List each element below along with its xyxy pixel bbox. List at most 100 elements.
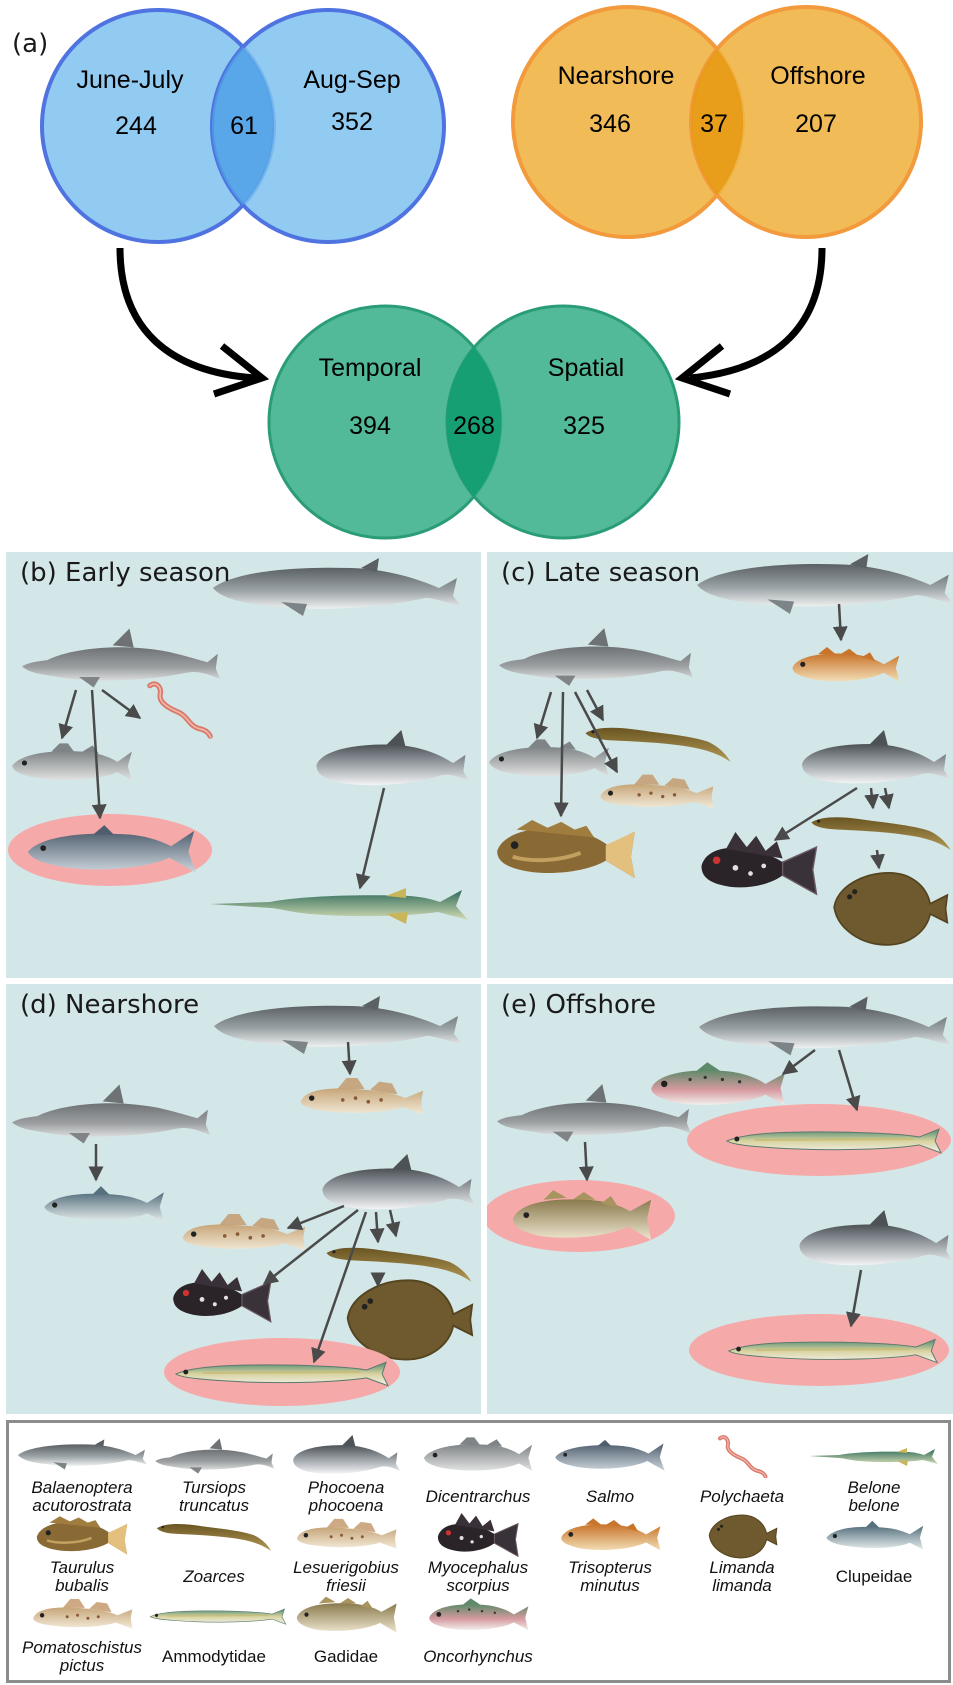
goby-icon <box>294 1513 398 1559</box>
venn-value-location-overlap: 37 <box>700 110 728 138</box>
legend-item-label: Tursiopstruncatus <box>149 1479 279 1515</box>
legend-item: Lesuerigobiusfriesii <box>281 1513 411 1595</box>
legend-item: Dicentrarchus <box>413 1433 543 1506</box>
legend-item: Balaenopteraacutorostrata <box>17 1433 147 1515</box>
legend-item-label: Lesuerigobiusfriesii <box>281 1559 411 1595</box>
panel-nearshore: (d) Nearshore <box>6 984 481 1414</box>
venn-value-offshore: 207 <box>795 110 837 138</box>
painted-goby-icon <box>301 1078 423 1115</box>
legend-label-line: Tursiops <box>149 1479 279 1497</box>
venn-diagrams: (a) June-July 244 61 Aug-Sep 352 Nearsho… <box>0 0 953 545</box>
legend-label-line: Lesuerigobius <box>281 1559 411 1577</box>
figure-label: (a) <box>12 29 48 59</box>
legend-label-line: Limanda <box>677 1559 807 1577</box>
legend-item: Gadidae <box>281 1593 411 1666</box>
poor-cod-icon <box>558 1513 662 1559</box>
legend-item-label: Oncorhynchus <box>413 1639 543 1666</box>
eelpout-icon <box>155 1513 273 1559</box>
legend-item: Ammodytidae <box>149 1593 279 1666</box>
panel-nearshore-artwork <box>6 984 481 1414</box>
legend-item-label: Myocephalusscorpius <box>413 1559 543 1595</box>
location-venn: Nearshore 346 37 Offshore 207 <box>513 7 921 237</box>
panel-label-nearshore: (d) Nearshore <box>20 990 199 1020</box>
goby-icon <box>183 1214 305 1251</box>
legend-label-line: Zoarces <box>149 1568 279 1586</box>
legend-item: Limandalimanda <box>677 1513 807 1595</box>
cod-icon <box>294 1593 398 1639</box>
garfish-icon <box>809 1433 939 1479</box>
venn-label-nearshore: Nearshore <box>558 62 675 90</box>
sea-scorpion-icon <box>34 1513 130 1559</box>
minke-whale-icon <box>213 558 461 616</box>
sea-bass-icon <box>12 743 132 780</box>
dolphin-icon <box>154 1433 274 1479</box>
venn-label-aug-sep: Aug-Sep <box>303 66 400 94</box>
venn-value-season-overlap: 61 <box>230 112 258 140</box>
legend-label-line: Salmo <box>545 1488 675 1506</box>
venn-label-june-july: June-July <box>77 66 184 94</box>
venn-value-temporal: 394 <box>349 412 391 440</box>
legend-item: Pomatoschistuspictus <box>17 1593 147 1675</box>
porpoise-icon <box>291 1433 401 1479</box>
polychaete-worm-icon <box>697 1433 787 1479</box>
legend-item: Myocephalusscorpius <box>413 1513 543 1595</box>
legend-item: Taurulusbubalis <box>17 1513 147 1595</box>
porpoise-icon <box>799 1210 952 1265</box>
dab-flatfish-icon <box>348 1280 472 1359</box>
legend-label-line: Phocoena <box>281 1479 411 1497</box>
panel-label-early-season: (b) Early season <box>20 558 230 588</box>
legend-item-label: Dicentrarchus <box>413 1479 543 1506</box>
legend-label-line: Polychaeta <box>677 1488 807 1506</box>
panel-early-season-artwork <box>6 552 481 978</box>
legend-label-line: pictus <box>17 1657 147 1675</box>
trout-icon <box>651 1062 785 1105</box>
combined-venn: Temporal 394 268 Spatial 325 <box>269 306 679 538</box>
legend-item-label: Zoarces <box>149 1559 279 1586</box>
eelpout-icon <box>811 817 950 850</box>
salmon-icon <box>554 1433 666 1479</box>
legend-item-label: Balaenopteraacutorostrata <box>17 1479 147 1515</box>
poor-cod-icon <box>792 647 899 681</box>
venn-label-spatial: Spatial <box>548 354 624 382</box>
sculpin-icon <box>701 832 816 894</box>
panel-offshore-artwork <box>487 984 953 1414</box>
goby-icon <box>600 775 713 809</box>
panel-offshore: (e) Offshore <box>487 984 953 1414</box>
garfish-icon <box>210 888 468 924</box>
dolphin-icon <box>499 628 693 686</box>
venn-value-june-july: 244 <box>115 112 157 140</box>
venn-value-nearshore: 346 <box>589 110 631 138</box>
legend-label-line: limanda <box>677 1577 807 1595</box>
venn-value-aug-sep: 352 <box>331 108 373 136</box>
legend-item: Belonebelone <box>809 1433 939 1515</box>
venn-label-temporal: Temporal <box>319 354 422 382</box>
legend-item: Zoarces <box>149 1513 279 1586</box>
legend-label-line: Ammodytidae <box>149 1648 279 1666</box>
legend-label-line: Dicentrarchus <box>413 1488 543 1506</box>
legend-item-label: Limandalimanda <box>677 1559 807 1595</box>
sea-bass-icon <box>422 1433 534 1479</box>
legend-item-label: Pomatoschistuspictus <box>17 1639 147 1675</box>
dab-flatfish-icon <box>700 1513 784 1559</box>
legend-label-line: Taurulus <box>17 1559 147 1577</box>
legend-item: Polychaeta <box>677 1433 807 1506</box>
legend-item: Clupeidae <box>809 1513 939 1586</box>
eelpout-icon <box>586 728 731 762</box>
trout-icon <box>426 1593 530 1639</box>
sea-bass-icon <box>489 739 609 776</box>
panel-early-season: (b) Early season <box>6 552 481 978</box>
sculpin-icon <box>430 1513 526 1559</box>
venn-value-spatial: 325 <box>563 412 605 440</box>
panel-late-season-artwork <box>487 552 953 978</box>
legend-label-line: Myocephalus <box>413 1559 543 1577</box>
legend-item: Tursiopstruncatus <box>149 1433 279 1515</box>
polychaete-worm-icon <box>150 684 211 737</box>
species-legend: BalaenopteraacutorostrataTursiopstruncat… <box>6 1420 951 1683</box>
panel-label-late-season: (c) Late season <box>501 558 700 588</box>
legend-item: Phocoenaphocoena <box>281 1433 411 1515</box>
legend-label-line: Oncorhynchus <box>413 1648 543 1666</box>
season-venn: June-July 244 61 Aug-Sep 352 <box>42 10 444 242</box>
porpoise-icon <box>322 1154 475 1209</box>
venn-label-offshore: Offshore <box>770 62 865 90</box>
legend-label-line: Belone <box>809 1479 939 1497</box>
